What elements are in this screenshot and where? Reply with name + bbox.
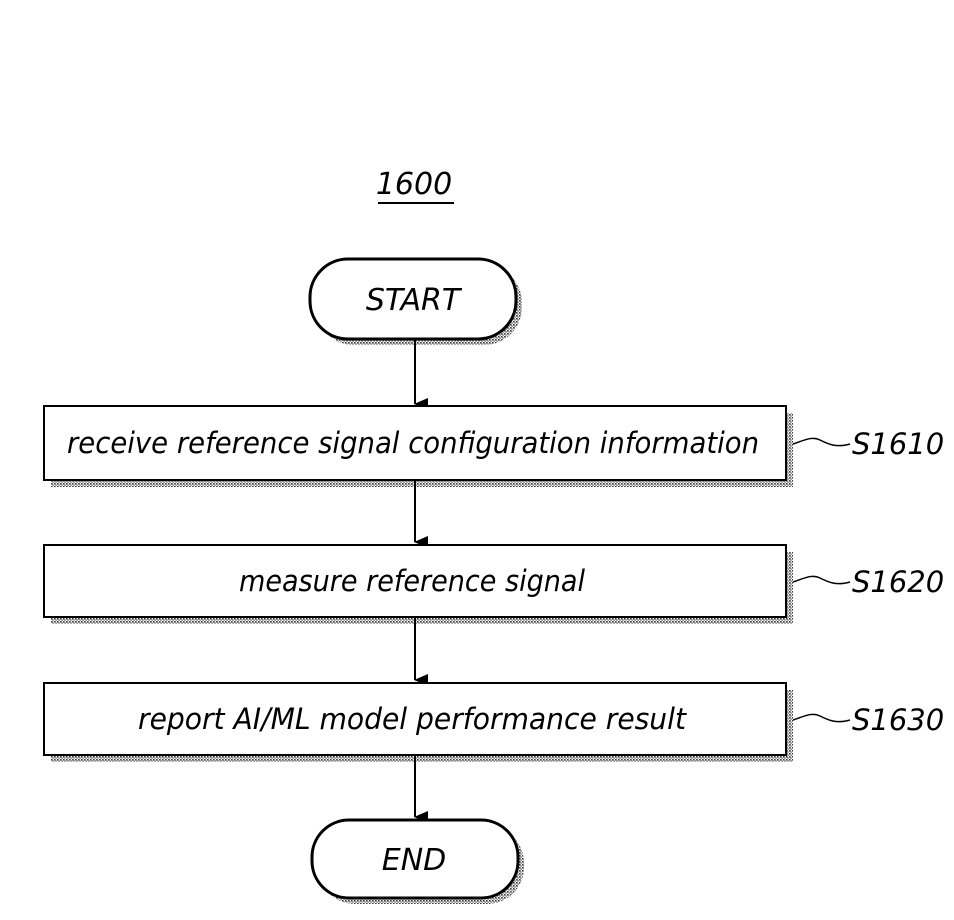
figure-number: 1600 [376, 167, 452, 202]
step-box-s1610: receive reference signal configuration i… [44, 406, 793, 487]
leader-s1610 [793, 438, 850, 445]
step-text-s1630: report AI/ML model performance result [138, 702, 688, 736]
step-ref-s1630: S1630 [852, 703, 944, 737]
step-ref-s1610: S1610 [852, 427, 944, 461]
leader-s1630 [793, 714, 850, 721]
start-terminal: START [310, 259, 522, 345]
step-box-s1620: measure reference signal [44, 545, 793, 624]
step-text-s1620: measure reference signal [239, 564, 585, 598]
start-label: START [366, 283, 463, 318]
end-terminal: END [312, 820, 524, 904]
end-label: END [382, 843, 447, 878]
step-box-s1630: report AI/ML model performance result [44, 683, 793, 762]
leader-s1620 [793, 576, 850, 583]
step-ref-s1620: S1620 [852, 565, 944, 599]
step-text-s1610: receive reference signal configuration i… [67, 426, 759, 460]
